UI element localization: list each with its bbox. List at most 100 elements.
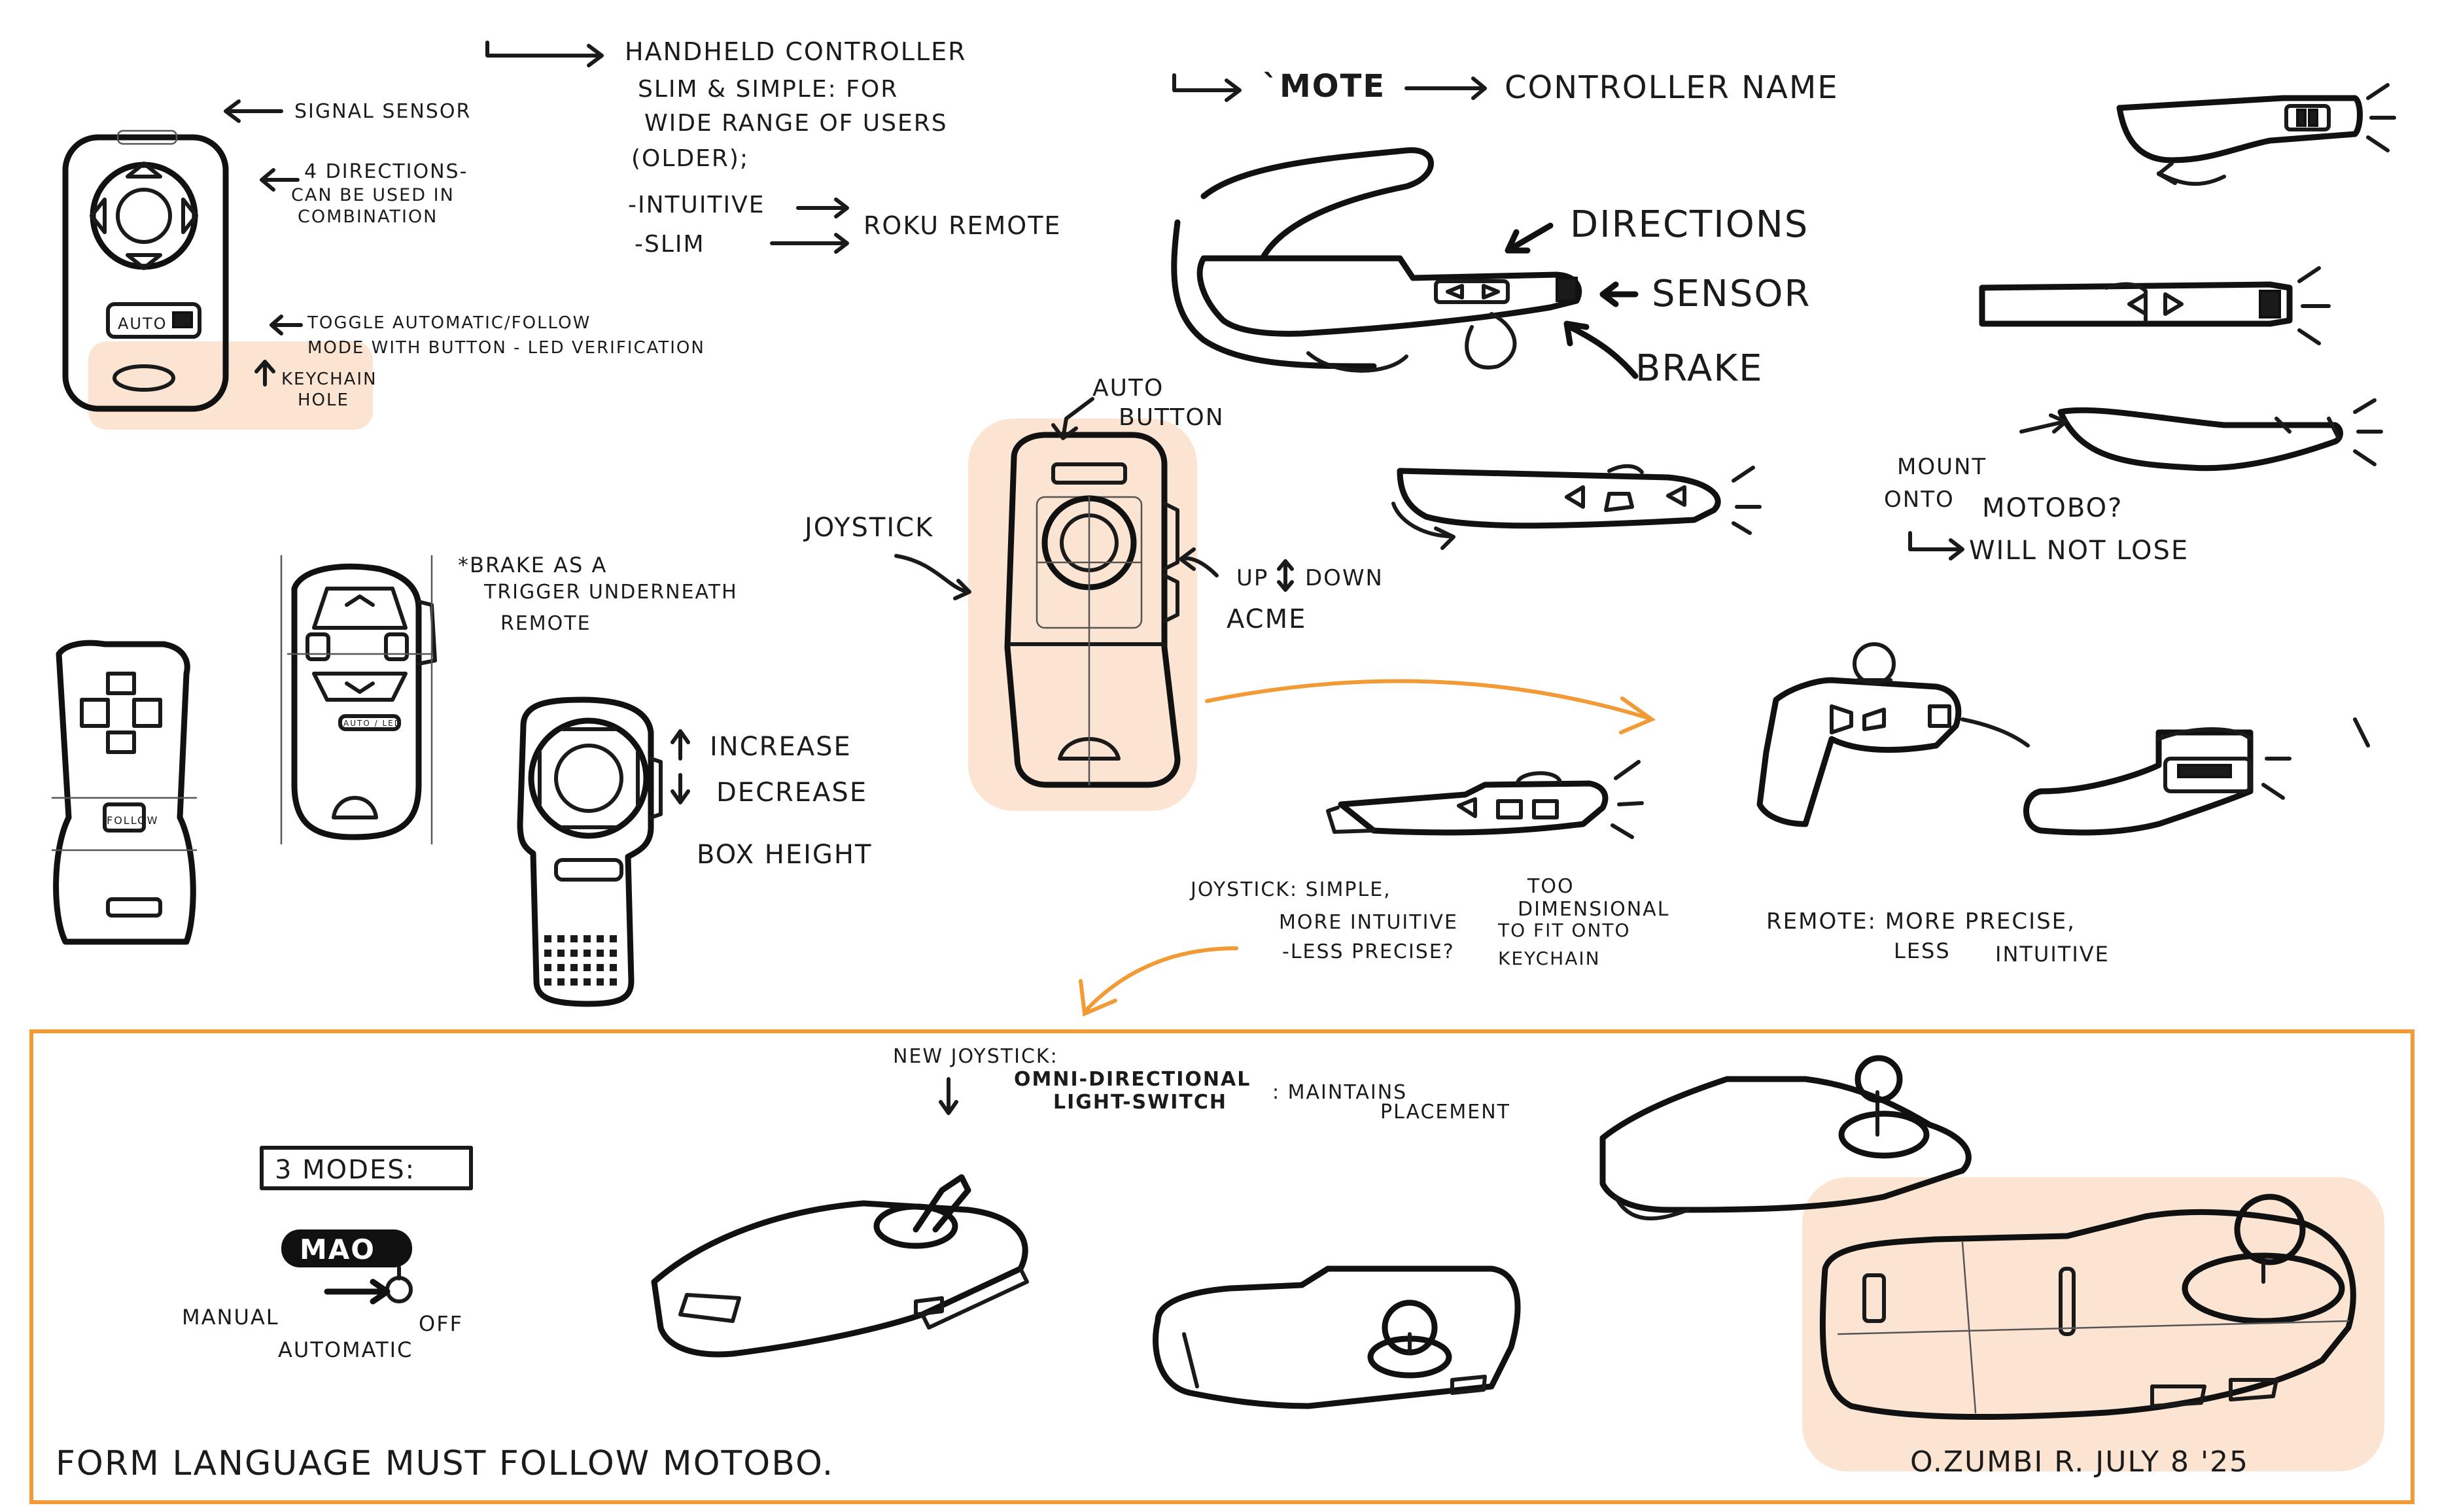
orange-arrowhead-down xyxy=(1079,979,1117,1017)
manual-label: MANUAL xyxy=(182,1305,279,1330)
auto-button-label-1: AUTO xyxy=(1092,375,1164,402)
mounted-remote-sketch xyxy=(2023,717,2370,836)
directions-note-2: CAN BE USED IN xyxy=(291,185,455,205)
follow-label: FOLLOW xyxy=(107,814,158,827)
remote-sketch-4 xyxy=(517,696,663,1007)
roku-remote-note: ROKU REMOTE xyxy=(863,211,1061,240)
up-down-arrows xyxy=(1277,559,1294,592)
arrow-mount xyxy=(2019,413,2068,434)
arrow-up-down xyxy=(1179,547,1219,577)
top-note-6: -SLIM xyxy=(635,231,705,258)
concept-sketch-1 xyxy=(651,1174,1029,1358)
arrow-auto-button xyxy=(1051,397,1094,440)
auto-led-small-label: AUTO / LED xyxy=(343,719,402,728)
speaker-hole xyxy=(610,950,617,957)
arrow-directions xyxy=(260,168,300,192)
automatic-label: AUTOMATIC xyxy=(278,1337,413,1362)
side-view-sketch-2 xyxy=(1979,266,2331,345)
concept-sketch-2 xyxy=(1153,1265,1521,1409)
auto-button-label-2: BUTTON xyxy=(1119,404,1225,431)
orange-arrow-right xyxy=(1205,679,1650,720)
mode-letters: MAO xyxy=(300,1233,375,1265)
top-note-5: -INTUITIVE xyxy=(628,192,765,218)
side-view-sketch-1 xyxy=(2116,83,2396,186)
speaker-hole xyxy=(570,964,578,971)
arrow-slim xyxy=(770,233,849,254)
directions-note-1: 4 DIRECTIONS- xyxy=(304,160,468,183)
joystick-note-1: JOYSTICK: SIMPLE, xyxy=(1189,878,1391,901)
speaker-hole xyxy=(557,935,565,942)
speaker-hole xyxy=(557,950,565,957)
increase-note: INCREASE xyxy=(710,732,852,762)
increase-arrow xyxy=(671,729,690,761)
mount-note-4: WILL NOT LOSE xyxy=(1969,536,2189,566)
arrow-top-notes xyxy=(485,41,604,67)
speaker-hole xyxy=(544,978,551,986)
brake-note-1: *BRAKE AS A xyxy=(458,553,607,577)
speaker-hole xyxy=(570,978,578,986)
arrow-will-not-lose xyxy=(1908,531,1964,560)
concept-sketch-3 xyxy=(1599,1055,1972,1221)
speaker-hole xyxy=(597,950,604,957)
acme-label: ACME xyxy=(1227,604,1306,634)
mount-note-3: MOTOBO? xyxy=(1982,493,2123,523)
arrow-keychain xyxy=(254,360,275,387)
arrow-new-joystick xyxy=(939,1077,958,1115)
arrow-joystick xyxy=(894,554,971,600)
side-view-sketch-3 xyxy=(2057,398,2383,472)
form-language-note: FORM LANGUAGE MUST FOLLOW MOTOBO. xyxy=(56,1444,834,1483)
directions-note-3: COMBINATION xyxy=(298,207,438,227)
arrow-mote xyxy=(1172,73,1242,102)
brake-callout: BRAKE xyxy=(1635,347,1763,390)
arrow-toggle xyxy=(270,315,303,335)
arrow-automatic xyxy=(324,1279,391,1305)
speaker-hole xyxy=(584,950,591,957)
toggle-note-2: MODE WITH BUTTON - LED VERIFICATION xyxy=(307,338,705,358)
too-note-4: KEYCHAIN xyxy=(1498,948,1601,969)
speaker-hole xyxy=(584,964,591,971)
remote-note-3: INTUITIVE xyxy=(1995,942,2110,967)
remote-sketch-1 xyxy=(62,129,229,412)
arrow-sensor-callout xyxy=(1599,281,1639,307)
speaker-hole xyxy=(557,978,565,986)
arrow-intuitive xyxy=(796,198,849,218)
speaker-hole xyxy=(584,978,591,986)
orange-arrowhead-right xyxy=(1619,696,1656,734)
speaker-hole xyxy=(597,964,604,971)
speaker-hole xyxy=(544,935,551,942)
too-note-3: TO FIT ONTO xyxy=(1497,919,1631,941)
signature: O.ZUMBI R. JULY 8 '25 xyxy=(1910,1445,2249,1479)
remote-sketch-2 xyxy=(51,640,198,945)
mount-note-2: ONTO xyxy=(1884,487,1955,513)
down-label: DOWN xyxy=(1305,565,1384,591)
joystick-remote-highlight xyxy=(968,419,1197,811)
arrow-directions-callout xyxy=(1505,222,1554,254)
light-switch-note: LIGHT-SWITCH xyxy=(1053,1091,1227,1114)
final-concepts-frame xyxy=(29,1029,2414,1504)
box-height-note: BOX HEIGHT xyxy=(697,840,872,870)
joystick-side-sketch xyxy=(1326,760,1644,839)
remote-note-1: REMOTE: MORE PRECISE, xyxy=(1766,908,2076,935)
speaker-hole xyxy=(570,950,578,957)
arrow-controller-name xyxy=(1404,77,1487,100)
modes-title-box xyxy=(260,1146,473,1190)
speaker-hole xyxy=(610,978,617,986)
mode-selector-dot xyxy=(385,1276,413,1303)
keychain-note-2: HOLE xyxy=(298,390,349,410)
up-label: UP xyxy=(1236,565,1268,591)
signal-sensor-note: SIGNAL SENSOR xyxy=(294,100,471,123)
speaker-holes xyxy=(544,935,617,986)
sensor-callout: SENSOR xyxy=(1652,273,1811,315)
handheld-3d-sketch xyxy=(1756,642,2030,827)
toggle-note-1: TOGGLE AUTOMATIC/FOLLOW xyxy=(307,313,591,333)
omni-directional-note: OMNI-DIRECTIONAL xyxy=(1014,1068,1251,1091)
speaker-hole xyxy=(610,935,617,942)
joystick-note-2: MORE INTUITIVE xyxy=(1279,911,1458,934)
top-note-3: WIDE RANGE OF USERS xyxy=(644,110,948,137)
remote1-auto-label: AUTO xyxy=(118,315,167,333)
placement-note: PLACEMENT xyxy=(1380,1101,1510,1124)
arrow-signal-sensor xyxy=(224,99,283,123)
hand-holding-remote xyxy=(1171,147,1582,373)
maintains-note: : MAINTAINS xyxy=(1272,1081,1407,1104)
